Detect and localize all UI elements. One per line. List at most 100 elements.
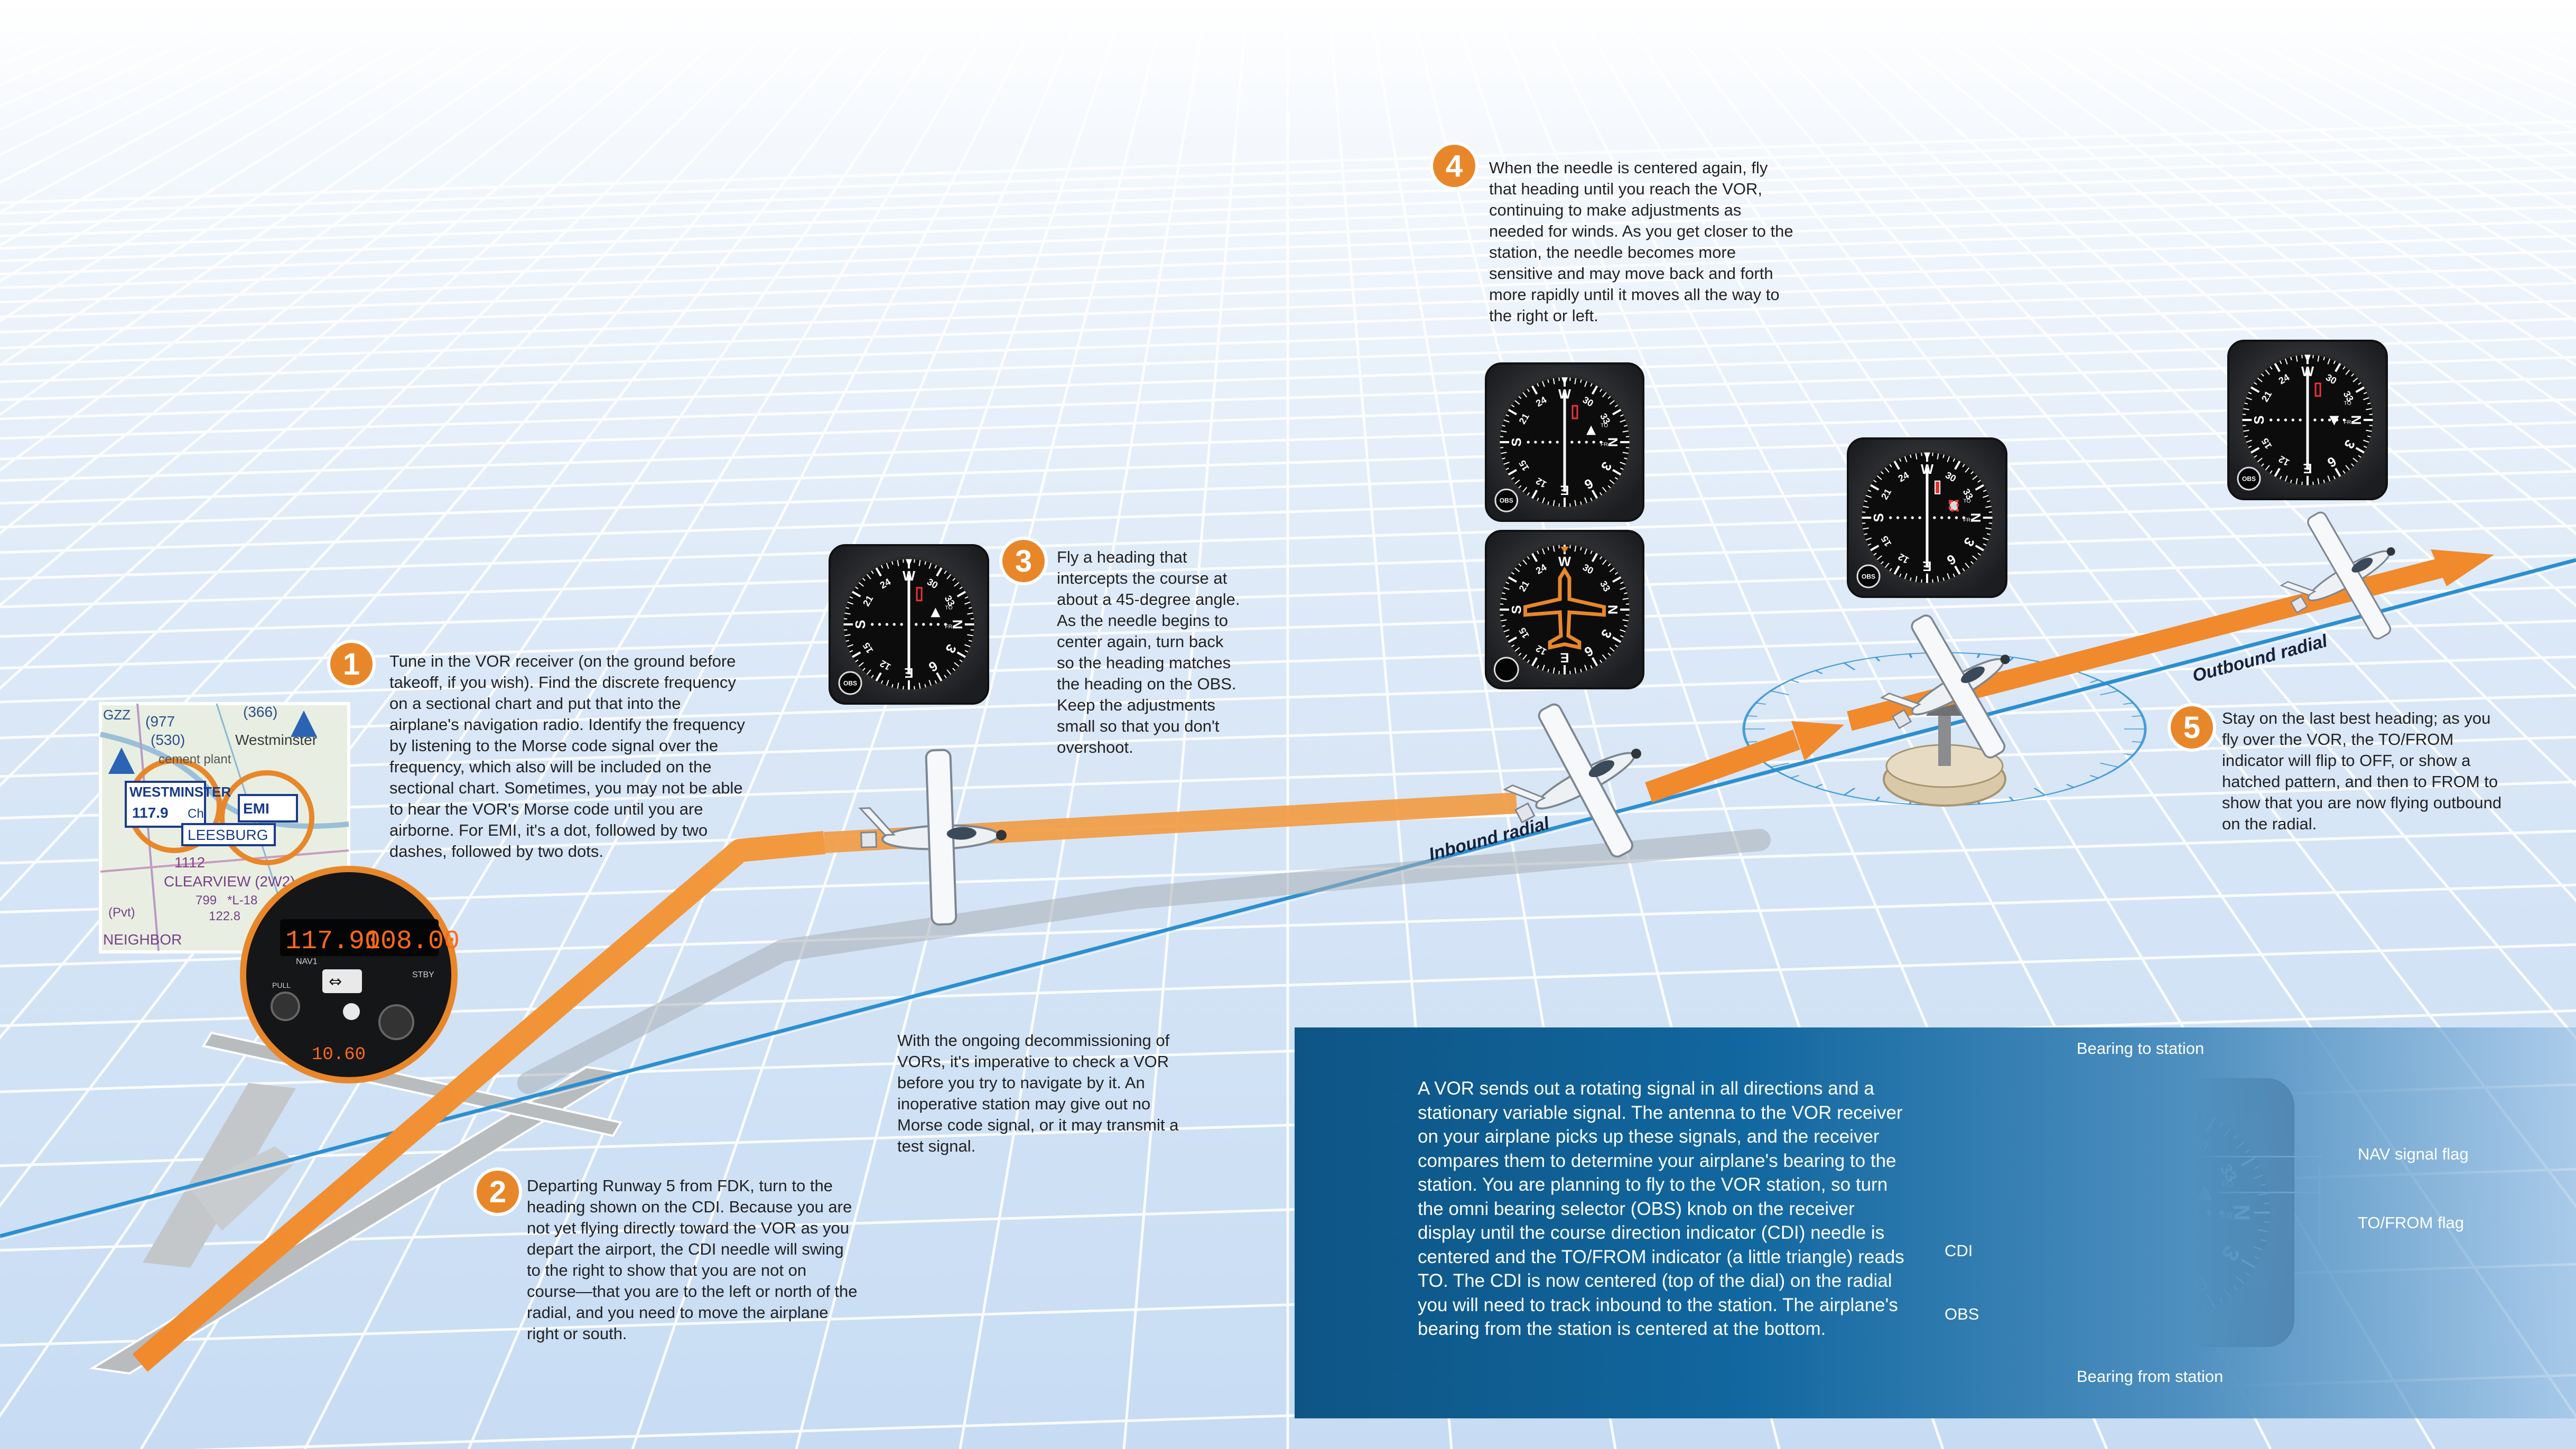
dial-tick xyxy=(1880,471,1884,474)
dial-tick xyxy=(1501,619,1507,622)
dial-tick xyxy=(1910,454,1912,459)
cdi-dot xyxy=(900,623,903,626)
grid-line xyxy=(2256,0,2576,157)
fr-label: FR xyxy=(2343,419,2351,425)
swap-arrows-icon: ⇔ xyxy=(329,973,342,991)
grid-line xyxy=(2215,0,2576,184)
dial-tick xyxy=(1531,657,1538,667)
dial-tick xyxy=(1620,468,1624,470)
dial-tick xyxy=(2242,425,2246,426)
chart-label-leesburg: LEESBURG xyxy=(188,827,268,843)
dial-tick xyxy=(1904,573,1908,579)
grid-line xyxy=(2377,0,2576,87)
obs-knob[interactable] xyxy=(838,671,862,695)
dial-tick xyxy=(967,612,973,615)
dial-tick xyxy=(2274,468,2281,477)
cdi-dot xyxy=(1592,441,1595,444)
cdi-dot xyxy=(1933,516,1936,519)
dial-tick xyxy=(1625,436,1630,437)
dial-label: N xyxy=(1968,513,1983,522)
dial-tick xyxy=(2366,408,2372,410)
grid-line xyxy=(2296,0,2576,132)
dial-tick xyxy=(2248,391,2252,395)
dial-tick xyxy=(1873,553,1877,556)
chart-label-1228: 122.8 xyxy=(209,909,240,923)
to-triangle-icon xyxy=(1586,425,1596,435)
chart-label-799: 799 xyxy=(196,893,217,908)
obs-knob[interactable] xyxy=(1494,488,1519,512)
grid-line xyxy=(1811,0,2576,691)
grid-line xyxy=(0,398,2576,482)
dial-tick xyxy=(2335,468,2341,477)
nav-flag-icon xyxy=(1571,405,1578,419)
compass-rose-tick xyxy=(1815,670,1824,674)
dial-tick xyxy=(918,683,921,689)
obs-knob-label: OBS xyxy=(843,680,857,687)
dial-tick xyxy=(1503,462,1510,465)
dial-label: W xyxy=(1558,554,1571,569)
radio-stby-label: STBY xyxy=(412,970,434,979)
dial-tick xyxy=(1983,537,1989,541)
dial-tick xyxy=(2363,440,2369,443)
nav-flag-icon xyxy=(1935,480,1941,494)
dial-tick xyxy=(866,574,871,579)
dial-label: N xyxy=(1605,605,1620,614)
airplane-step-4 xyxy=(1502,703,1641,858)
dial-tick xyxy=(2333,360,2336,364)
dial-tick xyxy=(1518,563,1522,567)
dial-tick xyxy=(1622,430,1629,433)
dial-tick xyxy=(924,684,926,688)
obs-knob[interactable] xyxy=(1856,564,1881,588)
dial-tick xyxy=(1899,458,1902,462)
dial-tick xyxy=(1622,619,1629,622)
compass-rose-tick xyxy=(1875,797,1881,801)
dial-tick xyxy=(968,607,972,609)
dial-tick xyxy=(1514,479,1520,484)
chart-label-emi: EMI xyxy=(243,800,269,817)
ground-track-shadow xyxy=(517,829,1771,1094)
dial-tick xyxy=(1500,447,1504,448)
dial-tick xyxy=(1505,582,1509,584)
grid-line xyxy=(0,0,723,607)
chart-label-westminster-vor: WESTMINSTER xyxy=(129,784,231,800)
dial-tick xyxy=(1876,555,1882,560)
radio-right-knob[interactable] xyxy=(378,1004,414,1040)
cdi-dot xyxy=(1896,516,1900,519)
dial-tick xyxy=(1501,452,1507,454)
dial-tick xyxy=(1962,568,1965,572)
grid-line xyxy=(0,0,320,157)
to-label: TO xyxy=(2343,400,2351,406)
radio-nav-label: NAV1 xyxy=(296,957,318,966)
dial-tick xyxy=(2290,357,2292,361)
heading-knob[interactable] xyxy=(1493,657,1519,683)
cdi-dot xyxy=(1548,441,1552,444)
dial-tick xyxy=(2363,445,2367,448)
grid-line xyxy=(0,0,885,1040)
cdi-dot xyxy=(1556,441,1559,444)
radio-left-knob[interactable] xyxy=(271,992,300,1021)
swap-button[interactable] xyxy=(322,969,362,993)
compass-rose-tick xyxy=(1770,690,1790,696)
cdi-dot xyxy=(885,623,889,626)
grid-line xyxy=(0,524,2576,609)
decommissioning-note: With the ongoing decommissioning of VORs… xyxy=(897,1031,1179,1155)
dial-tick xyxy=(1889,464,1892,468)
dial-tick xyxy=(1932,579,1933,583)
dial-tick xyxy=(2363,397,2369,400)
dial-tick xyxy=(2355,447,2365,454)
step-2-text: Departing Runway 5 from FDK, turn to the… xyxy=(527,1176,858,1343)
radio-mode-knob[interactable] xyxy=(343,1003,360,1020)
dial-tick xyxy=(862,577,866,581)
dial-tick xyxy=(2254,382,2257,385)
obs-knob[interactable] xyxy=(2237,466,2261,491)
dial-tick xyxy=(1511,404,1515,408)
off-flag-icon xyxy=(1948,500,1959,512)
grid-line xyxy=(0,496,2576,581)
dial-tick xyxy=(1965,563,1970,568)
step-4-badge: 4 xyxy=(1433,145,1475,187)
grid-line xyxy=(0,0,401,214)
step-4-text: When the needle is centered again, fly t… xyxy=(1489,158,1793,325)
dial-tick xyxy=(2352,457,2358,463)
dial-tick xyxy=(1503,629,1510,632)
label-cdi: CDI xyxy=(1945,1241,1973,1260)
